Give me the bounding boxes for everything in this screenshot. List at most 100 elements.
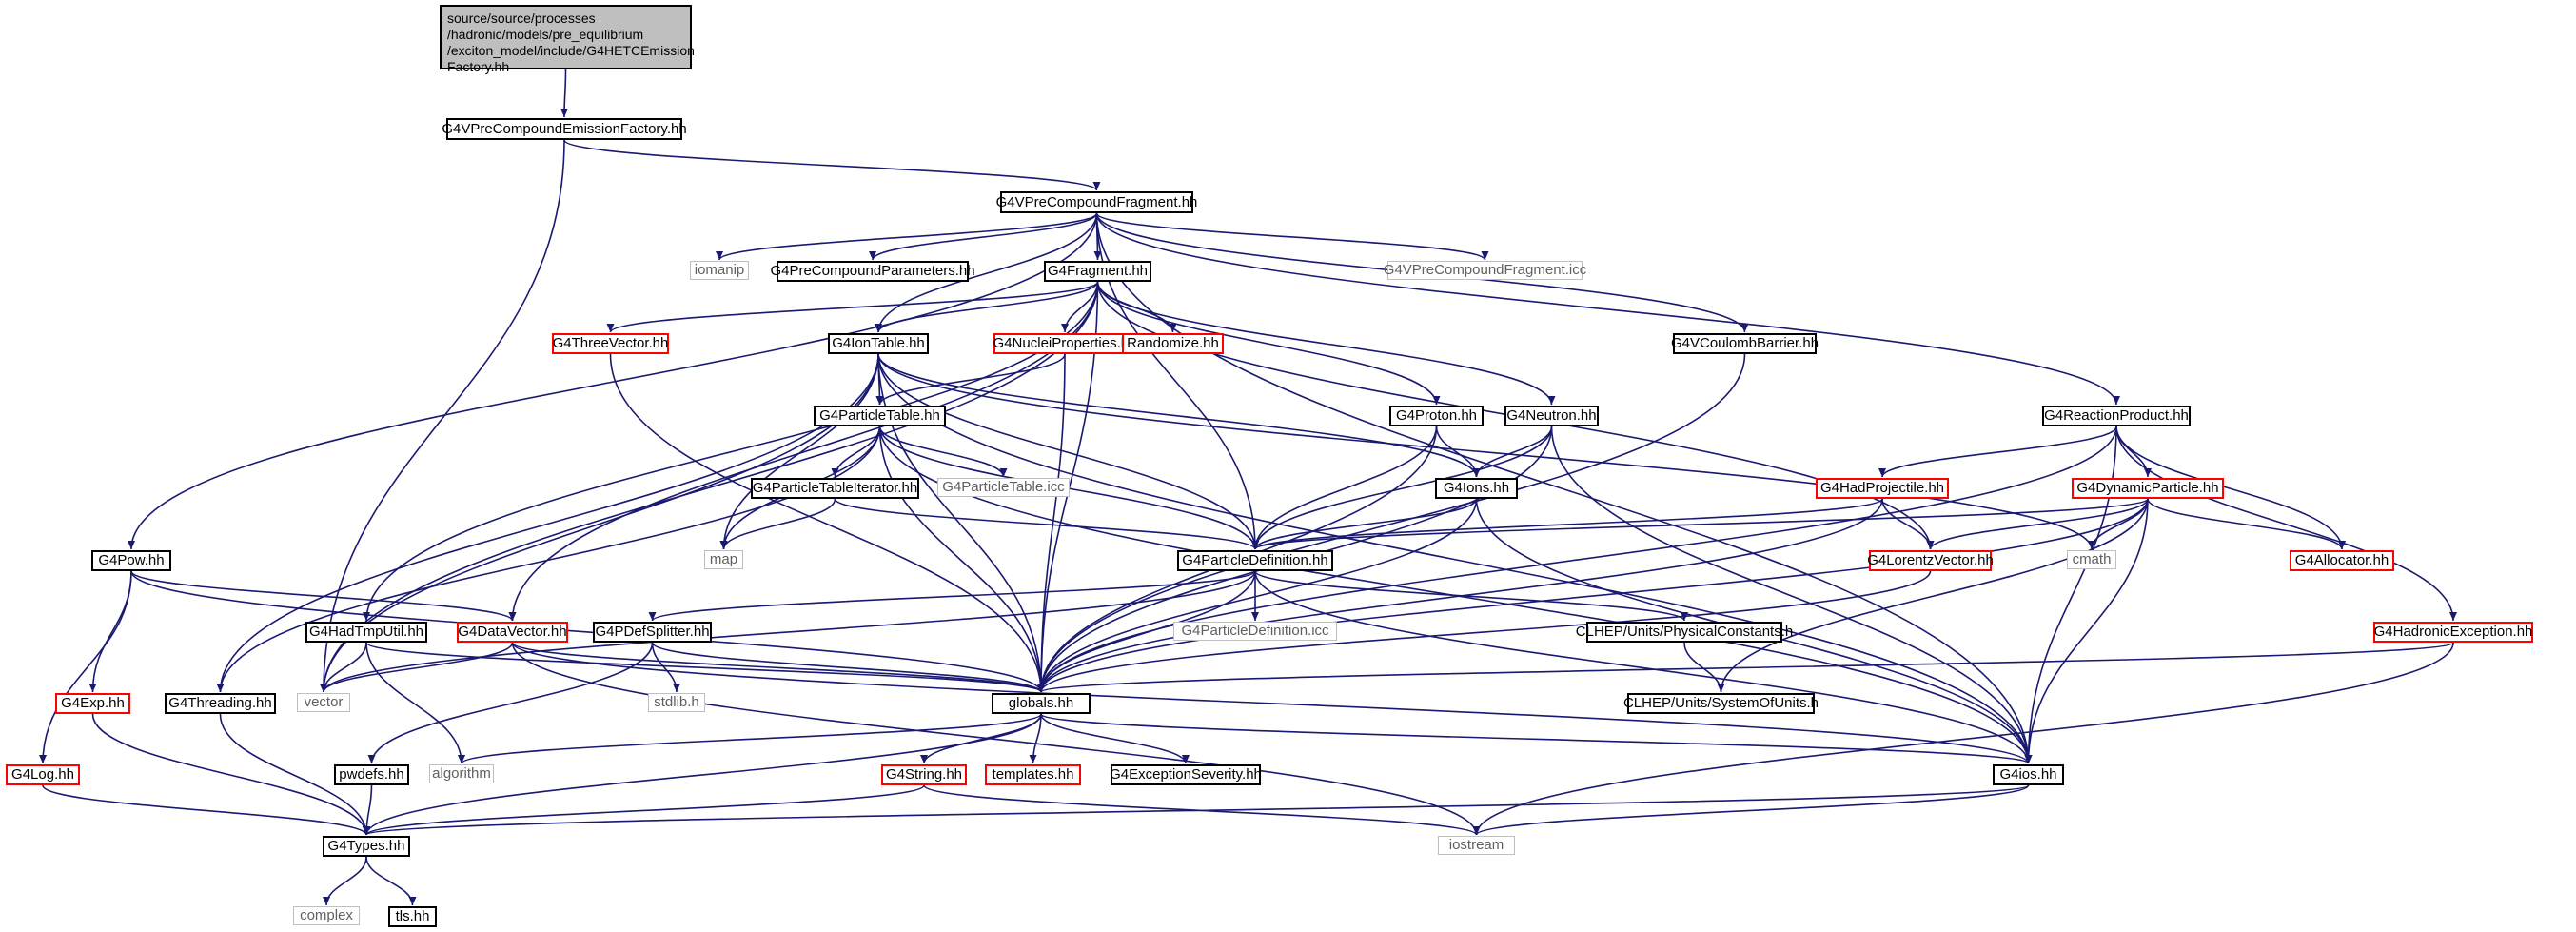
edge-ptable-to-globals [878,426,1045,693]
edge-dynpart-to-lorentz [1926,498,2149,550]
edge-fragment-to-proton [1096,281,1441,406]
edge-pow-to-datavec [130,570,517,622]
edge-reacprod-to-hadproj [1878,426,2117,478]
node-neutron[interactable]: G4Neutron.hh [1504,406,1599,426]
node-log[interactable]: G4Log.hh [6,764,80,785]
edge-hadexc-to-iostream [1472,642,2454,836]
edge-vcoulomb-to-globals [1037,353,1746,693]
edge-nucprops-to-globals [1037,353,1066,693]
edge-dynpart-to-globals [1037,498,2149,693]
node-vpcef[interactable]: G4VPreCompoundEmissionFactory.hh [442,118,687,140]
edge-globals-to-types [363,713,1042,836]
edge-ptable-to-threading [216,426,881,693]
node-iontable[interactable]: G4IonTable.hh [828,333,929,354]
node-ios[interactable]: G4ios.hh [1993,764,2064,785]
node-hadtmp[interactable]: G4HadTmpUtil.hh [305,622,427,643]
node-vpcficc: G4VPreCompoundFragment.icc [1383,261,1587,280]
node-datavec[interactable]: G4DataVector.hh [457,622,568,643]
edge-datavec-to-globals [511,642,1045,693]
edge-threevec-to-globals [609,353,1045,693]
edge-reacprod-to-dynpart [2115,426,2152,478]
edge-threading-to-types [219,713,370,836]
node-pdeficc: G4ParticleDefinition.icc [1173,622,1337,641]
node-pdef[interactable]: G4ParticleDefinition.hh [1177,550,1333,571]
edge-globals-to-ios [1040,713,2033,764]
edge-pow-to-globals [130,570,1045,693]
node-algorithm: algorithm [429,764,494,783]
edge-ions-to-pdef [1251,498,1478,550]
edge-proton-to-ions [1435,426,1481,478]
node-vpcf[interactable]: G4VPreCompoundFragment.hh [996,191,1197,213]
node-string[interactable]: G4String.hh [881,764,967,785]
node-excsev[interactable]: G4ExceptionSeverity.hh [1110,764,1262,785]
node-lorentz[interactable]: G4LorentzVector.hh [1867,550,1994,571]
edge-ions-to-globals [1037,498,1478,693]
edge-iontable-to-pdef [877,353,1259,550]
edge-pdef-to-ios [1254,570,2033,764]
edge-pdefsplit-to-pwdefs [367,642,654,764]
edge-dynpart-to-ios [2024,498,2149,764]
node-hadproj[interactable]: G4HadProjectile.hh [1816,478,1949,499]
edge-vpcf-to-reacprod [1095,212,2120,406]
node-ions[interactable]: G4Ions.hh [1435,478,1518,499]
edge-neutron-to-ios [1550,426,2033,764]
node-randomize[interactable]: Randomize.hh [1122,333,1224,354]
edge-pdefsplit-to-stdlib [651,642,680,693]
node-hadexc[interactable]: G4HadronicException.hh [2373,622,2533,643]
node-cmath: cmath [2067,550,2116,569]
edge-iontable-to-cmath [877,353,2095,550]
node-types[interactable]: G4Types.hh [323,836,410,857]
edge-proton-to-pdef [1251,426,1438,550]
edge-vpcf-to-pow [128,212,1098,550]
edge-fragment-to-iontable [875,281,1099,333]
edge-nucprops-to-ptable [875,353,1066,406]
node-physconst[interactable]: CLHEP/Units/PhysicalConstants.h [1576,622,1793,643]
node-templates[interactable]: templates.hh [985,764,1081,785]
node-iostream: iostream [1438,836,1515,855]
node-threevec[interactable]: G4ThreeVector.hh [552,333,669,354]
node-threading[interactable]: G4Threading.hh [165,693,276,714]
node-vcoulomb[interactable]: G4VCoulombBarrier.hh [1671,333,1819,354]
edge-pdef-to-globals [1037,570,1256,693]
node-vector: vector [297,693,350,712]
node-root[interactable]: source/source/processes/hadronic/models/… [440,5,695,74]
node-fragment[interactable]: G4Fragment.hh [1044,261,1151,282]
edge-log-to-types [42,784,370,836]
node-ptable[interactable]: G4ParticleTable.hh [814,406,946,426]
edge-neutron-to-pdef [1251,426,1553,550]
edge-fragment-to-threevec [606,281,1099,333]
edge-vpcf-to-iontable [875,212,1098,333]
edge-dynpart-to-pdef [1251,498,2149,550]
node-ptiter[interactable]: G4ParticleTableIterator.hh [751,478,919,499]
edge-vpcf-to-iomanip [716,212,1098,261]
node-allocator[interactable]: G4Allocator.hh [2290,550,2394,571]
edge-reacprod-to-hadexc [2115,426,2457,622]
edge-pdef-to-pdefsplit [648,570,1256,622]
edge-pdef-to-physconst [1254,570,1688,622]
node-sysunits[interactable]: CLHEP/Units/SystemOfUnits.h [1623,693,1819,714]
node-exp[interactable]: G4Exp.hh [55,693,130,714]
node-globals[interactable]: globals.hh [992,693,1091,714]
node-proton[interactable]: G4Proton.hh [1389,406,1484,426]
node-dynpart[interactable]: G4DynamicParticle.hh [2072,478,2224,499]
node-reacprod[interactable]: G4ReactionProduct.hh [2042,406,2191,426]
node-ptableicc: G4ParticleTable.icc [937,478,1070,497]
edge-types-to-tls [365,856,417,906]
node-pow[interactable]: G4Pow.hh [91,550,171,571]
node-map: map [704,550,743,569]
node-pwdefs[interactable]: pwdefs.hh [334,764,409,785]
node-pdefsplit[interactable]: G4PDefSplitter.hh [593,622,712,643]
node-complex: complex [293,906,360,925]
node-nucprops[interactable]: G4NucleiProperties.hh [993,333,1136,354]
node-stdlib: stdlib.h [648,693,705,712]
edge-ios-to-iostream [1472,784,2030,836]
edge-globals-to-templates [1029,713,1042,764]
edge-vpcf-to-vpcficc [1095,212,1489,261]
edge-ptiter-to-map [719,498,836,550]
node-pcparams[interactable]: G4PreCompoundParameters.hh [770,261,975,282]
edge-ptable-to-ptableicc [878,426,1008,478]
edge-pow-to-log [39,570,132,764]
node-tls[interactable]: tls.hh [388,906,437,927]
